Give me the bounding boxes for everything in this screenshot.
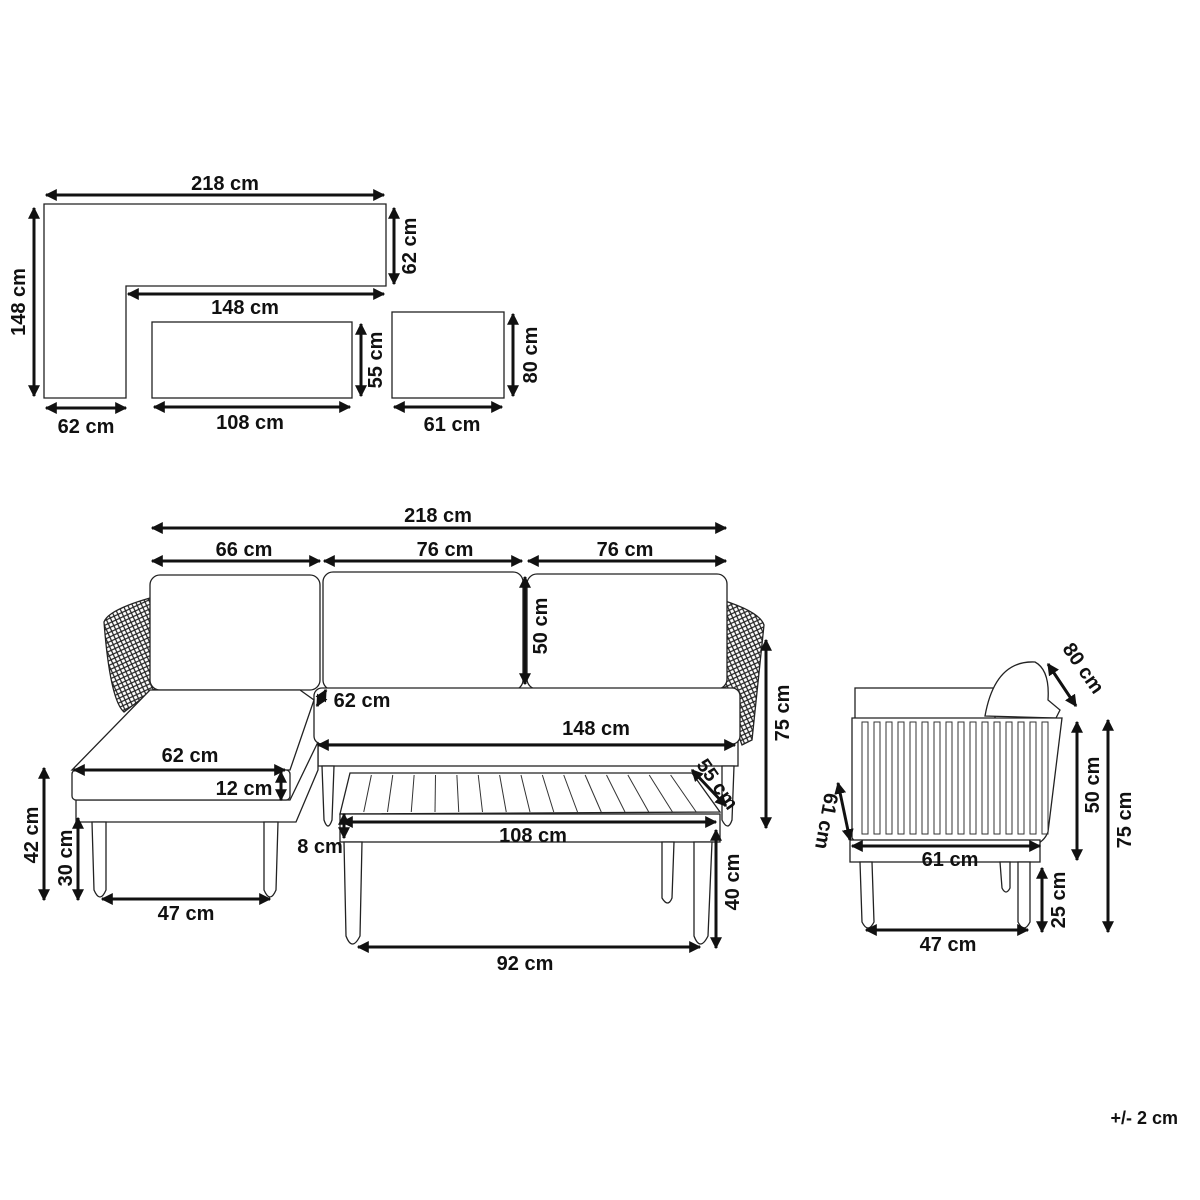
dim-label: 148 cm [562,718,630,740]
sofa-leg [321,765,335,827]
dim-label: 55 cm [365,332,387,389]
chair-back-cushion [984,661,1061,719]
table-slat [648,774,673,813]
chaise-leg [263,821,279,898]
dim-arrow [834,781,854,842]
chair-rope [909,721,917,835]
table-slat [563,774,578,813]
chaise-leg [91,821,107,898]
chair-rope [861,721,869,835]
table-slat [584,774,602,813]
dim-label: 47 cm [158,903,215,925]
dim-arrow [1046,663,1078,707]
table-slat [434,774,436,813]
dim-label: 218 cm [404,505,472,527]
dim-label: 148 cm [211,297,279,319]
chair-rope [933,721,941,835]
dim-label: 76 cm [597,539,654,561]
chair-rope [921,721,929,835]
chair-rope [885,721,893,835]
chair-rope [945,721,953,835]
chair-leg [999,861,1011,893]
chair-ropes [861,721,1049,835]
table-slat [456,774,460,813]
chair-back-frame [854,687,996,724]
tolerance-note: +/- 2 cm [1110,1108,1178,1128]
back-cushion [322,571,524,691]
dim-label: 108 cm [499,825,567,847]
dim-label: 42 cm [21,807,43,864]
back-cushion [149,574,321,691]
chair-leg [859,861,875,929]
dim-label: 92 cm [497,953,554,975]
table-slat [363,774,372,813]
dim-label: 61 cm [424,414,481,436]
table-slat [387,774,394,813]
chair-rope [1041,721,1049,835]
chair-rope [1005,721,1013,835]
table-slat [499,774,507,813]
top-plan-view: 218 cm 62 cm 148 cm 148 cm 62 cm 55 cm 1… [8,173,542,438]
table-slat [410,774,415,813]
dim-label: 8 cm [297,836,343,858]
table-leg [693,841,713,945]
dim-label: 76 cm [417,539,474,561]
side-view: 80 cm 61 cm 61 cm 50 cm 75 cm 25 cm 47 c… [810,639,1136,956]
dim-label: 62 cm [58,416,115,438]
dim-label: 50 cm [1082,757,1104,814]
chair-rope [1029,721,1037,835]
dim-label: 62 cm [162,745,219,767]
dim-label: 108 cm [216,412,284,434]
left-armrest [103,597,161,713]
table-leg [661,841,675,904]
chair-outline [391,311,505,399]
chair-rope [873,721,881,835]
table-top [339,772,722,815]
chair-rope [993,721,1001,835]
chair-rope [969,721,977,835]
dim-label: 218 cm [191,173,259,195]
table-leg [343,841,363,945]
dim-label: 66 cm [216,539,273,561]
dim-label: 30 cm [55,830,77,887]
table-slats [363,774,697,813]
dim-arrow [315,688,328,708]
chair-leg [1017,861,1031,929]
dim-label: 62 cm [399,218,421,275]
table-slat [606,774,626,813]
back-cushion [526,573,728,690]
dim-label: 61 cm [922,849,979,871]
dim-label: 148 cm [8,268,30,336]
table-slat [520,774,531,813]
chair-rope [897,721,905,835]
chair-rope [981,721,989,835]
table-slat [627,774,650,813]
dim-label: 61 cm [810,791,842,851]
table-slat [477,774,483,813]
dim-label: 75 cm [772,685,794,742]
chair-rope [957,721,965,835]
dim-label: 40 cm [722,854,744,911]
dim-label: 47 cm [920,934,977,956]
dim-label: 25 cm [1048,872,1070,929]
dim-label: 62 cm [334,690,391,712]
dim-label: 80 cm [520,327,542,384]
table-outline [151,321,353,399]
chair-rope [1017,721,1025,835]
dim-label: 75 cm [1114,792,1136,849]
front-view: 218 cm 66 cm 76 cm 76 cm 50 cm 62 cm 148… [21,505,794,975]
dim-label: 12 cm [216,778,273,800]
l-sofa-outline [43,203,387,399]
dim-label: 50 cm [530,598,552,655]
dim-arrow [690,768,728,808]
table-slat [541,774,555,813]
